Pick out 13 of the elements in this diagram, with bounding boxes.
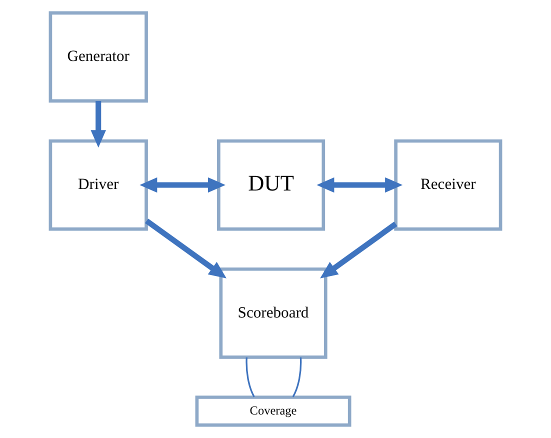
arrow	[90, 100, 106, 148]
arrow	[320, 222, 398, 278]
node-box: Driver	[48, 139, 148, 231]
connector	[246, 357, 255, 398]
arrow	[140, 177, 226, 193]
node-box: DUT	[217, 139, 326, 231]
node-box: Coverage	[195, 396, 352, 427]
connector	[292, 357, 302, 398]
node-box: Generator	[48, 11, 148, 103]
arrow	[316, 177, 403, 193]
node-box: Receiver	[394, 139, 502, 231]
node-box: Scoreboard	[219, 267, 328, 359]
arrow	[145, 218, 227, 278]
